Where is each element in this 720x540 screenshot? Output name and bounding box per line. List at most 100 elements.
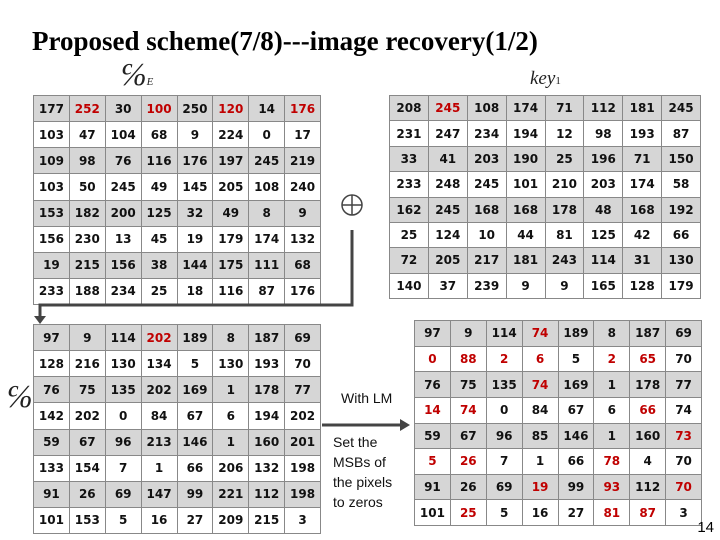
table-cell: 103: [33, 121, 70, 149]
table-cell: 201: [284, 428, 321, 456]
table-cell: 78: [593, 448, 631, 475]
table-cell: 6: [212, 402, 250, 430]
table-cell: 8: [248, 199, 286, 227]
table-cell: 224: [212, 121, 250, 149]
table-cell: 146: [176, 428, 214, 456]
table-cell: 213: [140, 428, 178, 456]
table-cell: 202: [140, 323, 178, 352]
table-cell: 69: [284, 323, 321, 352]
table-cell: 10: [466, 221, 507, 249]
encrypted-image-subscript: E: [146, 76, 154, 88]
key-symbol: key: [530, 68, 556, 89]
table-cell: 1: [212, 428, 250, 456]
table-cell: 81: [593, 499, 631, 526]
table-cell: 146: [557, 422, 595, 450]
table-cell: 70: [665, 473, 702, 501]
table-cell: 243: [544, 247, 585, 274]
table-cell: 100: [140, 94, 178, 123]
table-cell: 108: [248, 173, 286, 201]
table-cell: 239: [466, 272, 507, 300]
table-cell: 233: [389, 171, 429, 198]
table-cell: 93: [593, 473, 631, 501]
table-cell: 69: [485, 473, 523, 501]
table-cell: 193: [622, 120, 663, 147]
table-cell: 91: [33, 480, 70, 508]
table-cell: 26: [68, 480, 106, 508]
page-title: Proposed scheme(7/8)---image recovery(1/…: [32, 26, 538, 56]
table-cell: 209: [212, 506, 250, 535]
table-cell: 5: [104, 506, 142, 535]
table-cell: 70: [665, 345, 702, 373]
encrypted-image-label: ℅E: [120, 56, 153, 93]
table-cell: 38: [140, 251, 178, 279]
table-cell: 45: [140, 225, 178, 253]
table-cell: 0: [248, 121, 286, 149]
table-cell: 230: [68, 225, 106, 253]
table-cell: 5: [414, 448, 451, 475]
table-cell: 108: [466, 94, 507, 122]
table-cell: 133: [33, 454, 70, 482]
table-cell: 7: [485, 448, 523, 475]
table-cell: 130: [661, 247, 701, 274]
table-cell: 9: [505, 272, 546, 300]
table-cell: 69: [665, 320, 702, 347]
table-cell: 240: [284, 173, 321, 201]
table-cell: 101: [414, 499, 451, 526]
table-cell: 181: [622, 94, 663, 122]
table-cell: 17: [284, 121, 321, 149]
table-cell: 74: [449, 396, 487, 424]
table-cell: 194: [505, 120, 546, 147]
table-cell: 27: [176, 506, 214, 535]
table-cell: 42: [622, 221, 663, 249]
table-cell: 30: [104, 94, 142, 123]
table-cell: 58: [661, 171, 701, 198]
table-cell: 189: [557, 320, 595, 347]
table-cell: 154: [68, 454, 106, 482]
table-cell: 9: [68, 323, 106, 352]
xor-image-symbol: ℅: [6, 378, 33, 414]
table-cell: 132: [284, 225, 321, 253]
table-cell: 98: [68, 147, 106, 175]
table-cell: 140: [389, 272, 429, 300]
table-cell: 44: [505, 221, 546, 249]
table-cell: 104: [104, 121, 142, 149]
table-cell: 101: [33, 506, 70, 535]
table-cell: 81: [544, 221, 585, 249]
table-cell: 49: [140, 173, 178, 201]
key-subscript: 1: [555, 75, 561, 87]
table-cell: 68: [140, 121, 178, 149]
set-msbs-note: Set the MSBs of the pixels to zeros: [333, 432, 392, 512]
table-cell: 130: [212, 350, 250, 378]
table-cell: 73: [665, 422, 702, 450]
table-cell: 132: [248, 454, 286, 482]
table-cell: 5: [176, 350, 214, 378]
table-cell: 189: [176, 323, 214, 352]
table-cell: 41: [427, 145, 468, 173]
table-cell: 5: [485, 499, 523, 526]
table-cell: 84: [140, 402, 178, 430]
table-cell: 125: [583, 221, 624, 249]
table-cell: 67: [68, 428, 106, 456]
note-line: to zeros: [333, 494, 383, 510]
table-cell: 2: [593, 345, 631, 373]
table-cell: 97: [414, 320, 451, 347]
table-cell: 19: [176, 225, 214, 253]
table-cell: 174: [248, 225, 286, 253]
table-cell: 168: [505, 196, 546, 223]
table-cell: 6: [521, 345, 559, 373]
table-cell: 76: [414, 371, 451, 398]
table-cell: 26: [449, 473, 487, 501]
